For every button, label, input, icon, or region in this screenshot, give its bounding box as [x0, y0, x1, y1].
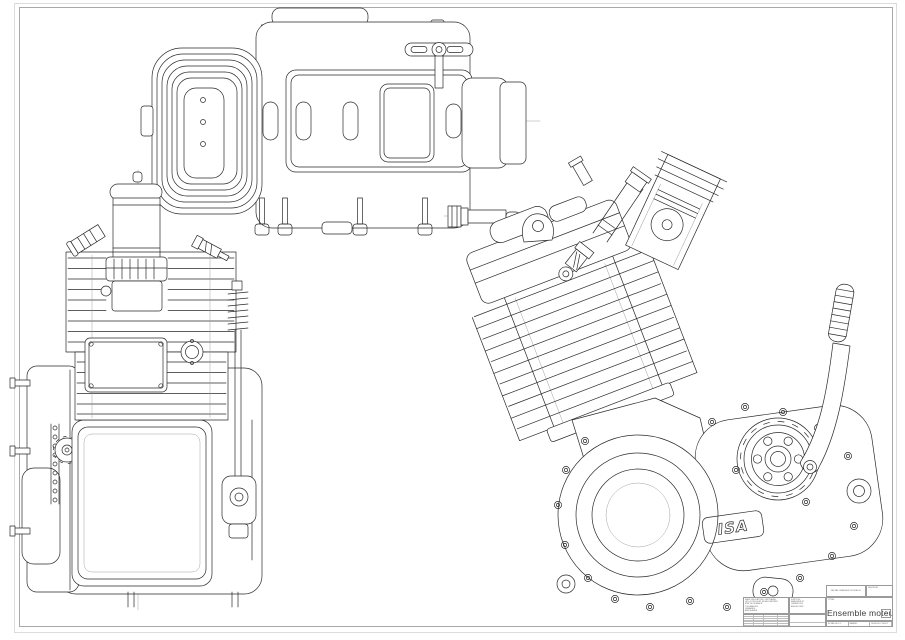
ignition-coil: [84, 337, 168, 393]
exhaust-stub: [66, 224, 106, 257]
signature-grid: NOM SIGNATURE DATE AUTEUR VERIF. APPR. F…: [743, 614, 789, 627]
round-inspection-cap: [180, 339, 204, 365]
mass-label: MASSE:: [849, 622, 871, 626]
sheet-label: FEUILLE 1 SUR 1: [870, 622, 892, 626]
material-cell-lower: [790, 621, 825, 624]
kickstart-lever-side: [800, 283, 855, 474]
engine-top-view: [140, 7, 541, 236]
scale-mass-sheet-row: ECHELLE:1:5 MASSE: FEUILLE 1 SUR 1: [826, 621, 893, 627]
do-not-scale-note: NE PAS CHANGER L'ECHELLE: [826, 585, 866, 597]
kickstart-lever-front: [221, 280, 257, 539]
sheet-outer-border: [14, 3, 897, 633]
right-mount-ear: [846, 478, 872, 504]
valve-cover-top: [285, 69, 473, 173]
engine-front-view: [9, 169, 263, 611]
sheet-format: A3: [881, 609, 891, 618]
breather-fitting: [568, 155, 593, 186]
piston-cutaway: [625, 151, 728, 270]
kickstart-shaft-top: [404, 42, 474, 89]
lower-left-ear: [556, 574, 576, 594]
bottom-mount-lugs: [127, 591, 239, 608]
isa-logo-text: ISA: [716, 516, 749, 538]
finish-notes: FINITION: EBAVURER ET CASSER LES ANGLES …: [789, 597, 826, 614]
spark-plug-front: [191, 234, 230, 262]
spark-plug-side: [558, 241, 595, 282]
engine-mount-bracket: [522, 213, 554, 243]
material-cell: MATERIAU:: [789, 614, 826, 627]
revision-label: REVISION: [866, 585, 893, 597]
title-cell: TITRE: Ensemble moteur A3: [826, 597, 893, 621]
intake-tube: [568, 155, 652, 243]
sheet-inner-border: [19, 7, 893, 627]
isa-logo: ISA: [701, 510, 765, 544]
carburetor-stack: [100, 171, 168, 312]
drawing-title: Ensemble moteur: [827, 608, 893, 618]
cylinder-head-fins-top: [140, 47, 263, 215]
tolerance-notes: SAUF INDICATION CONTRAIRE: LES COTES SON…: [743, 597, 789, 614]
crankcase-side: ISA: [554, 397, 884, 611]
scale-label: ECHELLE:1:5: [827, 622, 849, 626]
title-label: TITRE:: [828, 598, 835, 601]
title-block: NE PAS CHANGER L'ECHELLE REVISION SAUF I…: [743, 582, 893, 627]
kickstart-grip: [828, 283, 855, 343]
engine-side-view: ISA: [466, 151, 884, 611]
clutch-cover: [557, 434, 719, 596]
left-mount-studs: [9, 377, 31, 537]
